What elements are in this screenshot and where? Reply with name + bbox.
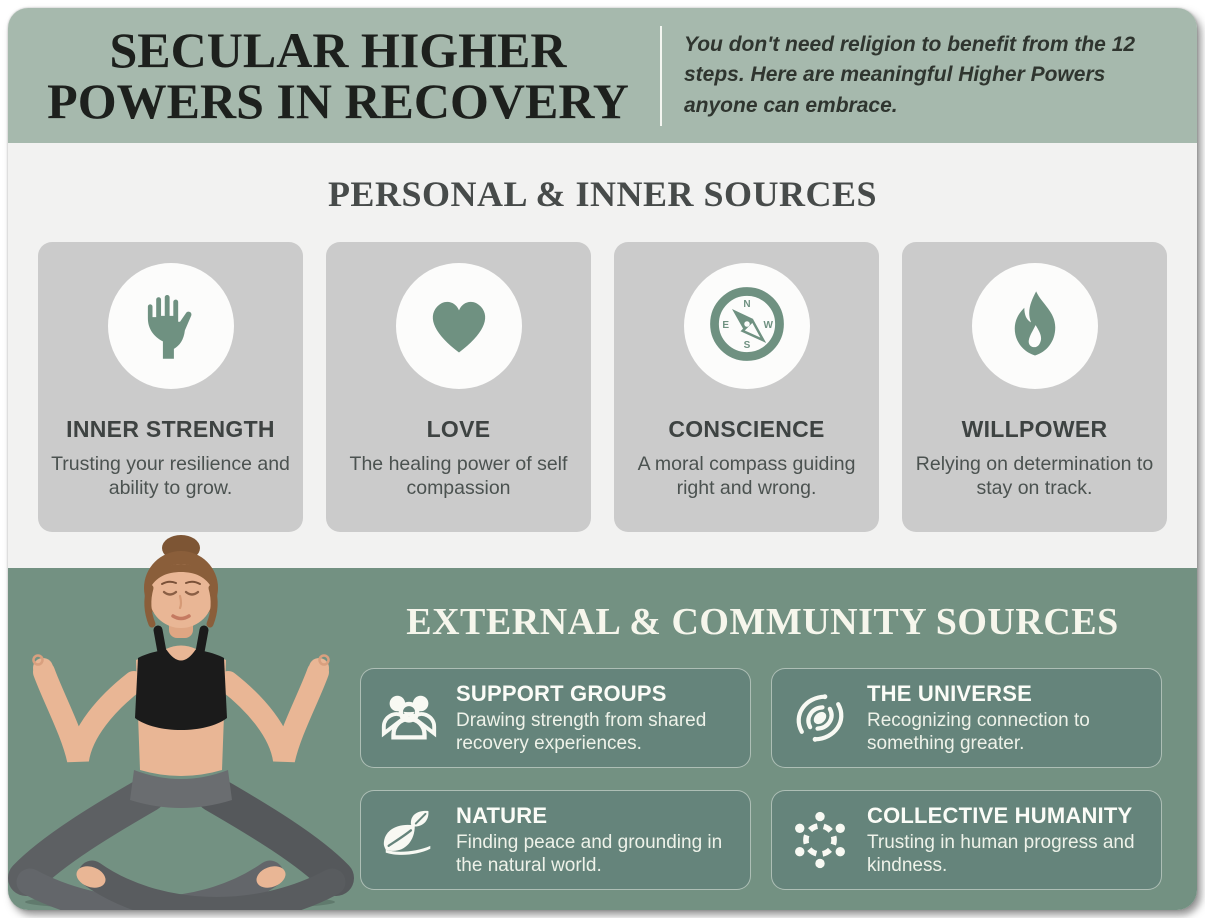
personal-inner-sources-section: PERSONAL & INNER SOURCES INNER STRENGTH …	[8, 143, 1197, 568]
card-description: Drawing strength from shared recovery ex…	[456, 710, 707, 754]
fist-icon	[134, 287, 208, 366]
personal-cards-row: INNER STRENGTH Trusting your resilience …	[8, 242, 1197, 532]
support-groups-icon	[377, 687, 441, 749]
card-support-groups: SUPPORT GROUPS Drawing strength from sha…	[360, 668, 751, 768]
card-text: COLLECTIVE HUMANITY Trusting in human pr…	[867, 803, 1147, 877]
card-title: LOVE	[426, 416, 491, 442]
compass-e-label: E	[722, 319, 729, 330]
card-love: LOVE The healing power of self compassio…	[326, 242, 591, 532]
card-description: A moral compass guiding right and wrong.	[637, 453, 856, 500]
header-band: SECULAR HIGHER POWERS IN RECOVERY You do…	[8, 8, 1197, 143]
compass-icon: N E W S	[707, 284, 787, 369]
card-text: THE UNIVERSE Recognizing connection to s…	[867, 681, 1147, 755]
card-the-universe: THE UNIVERSE Recognizing connection to s…	[771, 668, 1162, 768]
card-description: The healing power of self compassion	[349, 453, 568, 500]
card-description: Trusting in human progress and kindness.	[867, 832, 1135, 876]
card-text: NATURE Finding peace and grounding in th…	[456, 803, 736, 877]
compass-w-label: W	[763, 319, 773, 330]
icon-circle	[107, 263, 234, 389]
flame-icon	[999, 288, 1071, 365]
card-collective-humanity: COLLECTIVE HUMANITY Trusting in human pr…	[771, 790, 1162, 890]
card-title: INNER STRENGTH	[66, 416, 275, 442]
external-community-sources-section: EXTERNAL & COMMUNITY SOURCES	[8, 568, 1197, 910]
external-cards-grid: SUPPORT GROUPS Drawing strength from sha…	[360, 668, 1162, 890]
card-description: Recognizing connection to something grea…	[867, 710, 1090, 754]
card-description: Relying on determination to stay on trac…	[915, 453, 1154, 500]
humanity-circle-icon	[788, 810, 852, 870]
card-conscience: N E W S CONSCIENCE A moral compass guidi…	[614, 242, 879, 532]
personal-section-heading: PERSONAL & INNER SOURCES	[327, 174, 878, 214]
icon-circle	[395, 263, 522, 389]
card-title: CONSCIENCE	[668, 416, 825, 442]
header-divider	[660, 25, 662, 126]
card-title: THE UNIVERSE	[867, 681, 1032, 707]
card-text: SUPPORT GROUPS Drawing strength from sha…	[456, 681, 736, 755]
header-subtitle: You don't need religion to benefit from …	[684, 32, 1136, 117]
infographic-sheet: SECULAR HIGHER POWERS IN RECOVERY You do…	[8, 8, 1197, 910]
card-willpower: WILLPOWER Relying on determination to st…	[902, 242, 1167, 532]
card-nature: NATURE Finding peace and grounding in th…	[360, 790, 751, 890]
external-section-heading: EXTERNAL & COMMUNITY SOURCES	[406, 601, 1119, 643]
compass-s-label: S	[743, 339, 750, 350]
card-inner-strength: INNER STRENGTH Trusting your resilience …	[38, 242, 303, 532]
compass-n-label: N	[743, 299, 750, 310]
icon-circle: N E W S	[683, 263, 810, 389]
heart-icon	[421, 286, 497, 367]
card-title: WILLPOWER	[961, 416, 1108, 442]
card-description: Finding peace and grounding in the natur…	[456, 832, 723, 876]
page-title-line2: POWERS IN RECOVERY	[47, 72, 629, 129]
card-title: NATURE	[456, 803, 548, 829]
card-title: COLLECTIVE HUMANITY	[867, 803, 1133, 829]
page-title-line1: SECULAR HIGHER	[109, 21, 567, 78]
leaves-icon	[377, 809, 441, 871]
page-title: SECULAR HIGHER POWERS IN RECOVERY	[22, 21, 654, 129]
icon-circle	[971, 263, 1098, 389]
card-title: SUPPORT GROUPS	[456, 681, 667, 707]
card-description: Trusting your resilience and ability to …	[51, 453, 290, 500]
galaxy-icon	[788, 688, 852, 748]
